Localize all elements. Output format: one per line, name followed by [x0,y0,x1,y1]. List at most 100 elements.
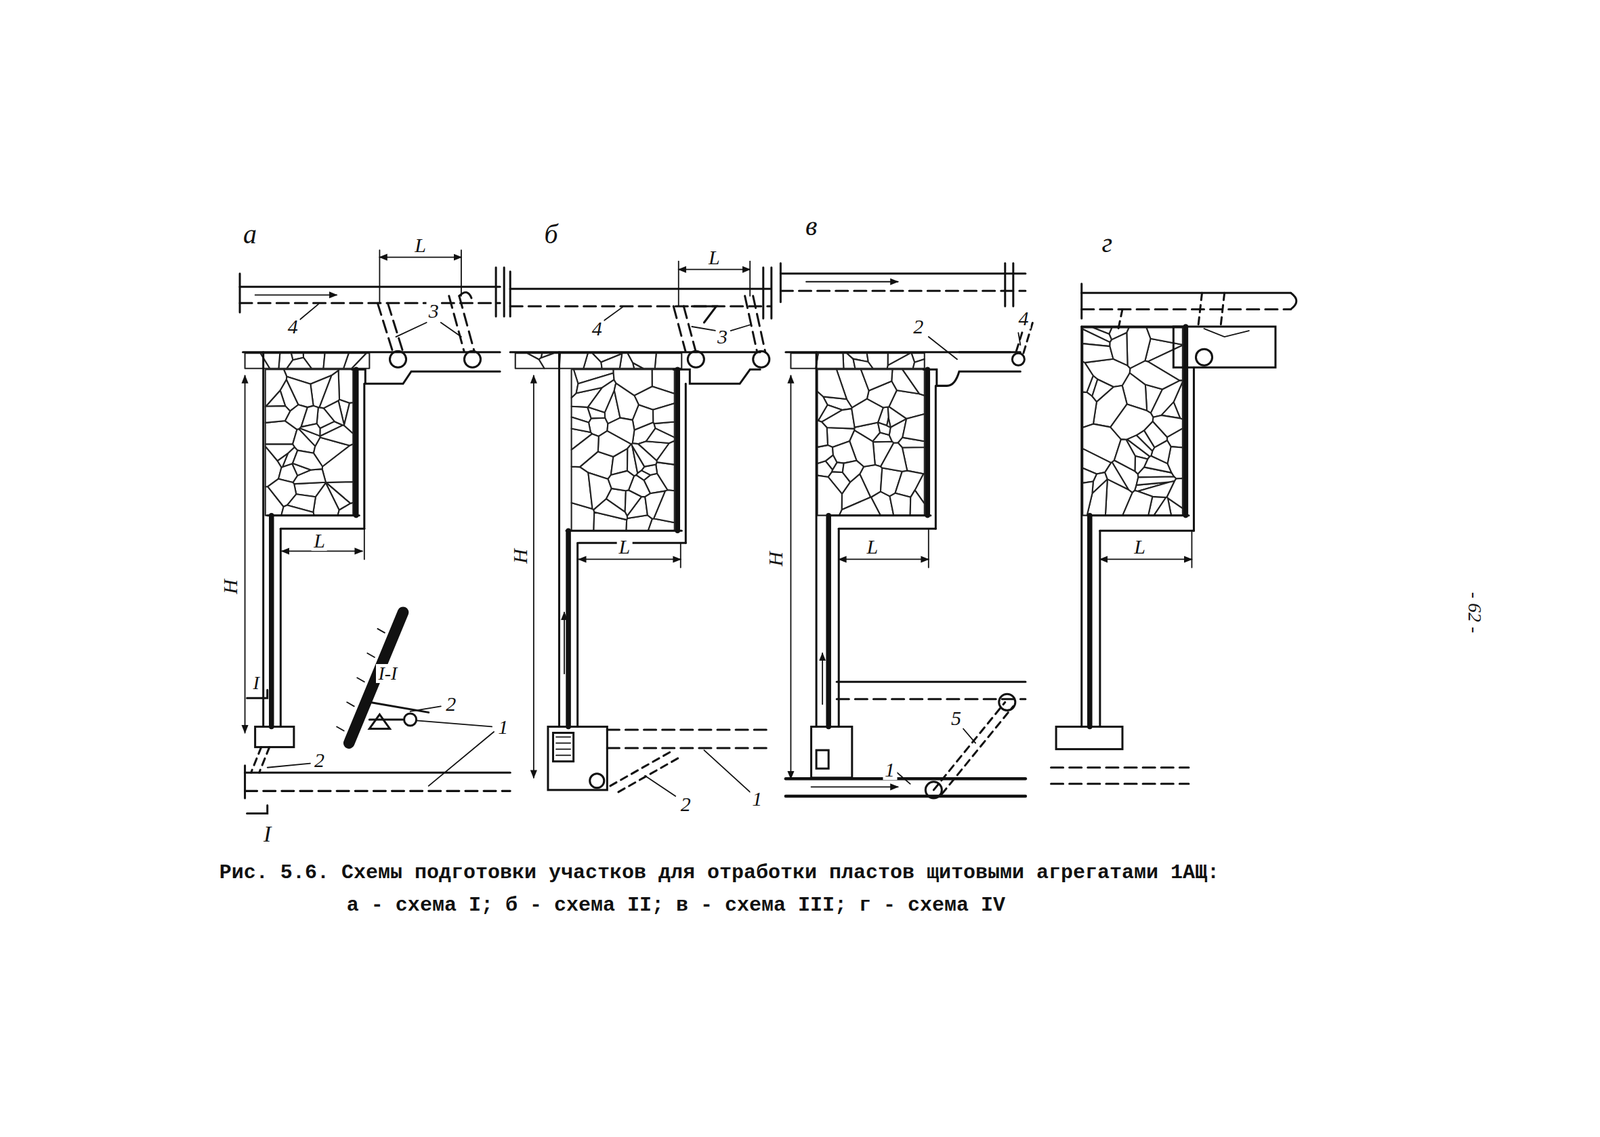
rubble-cell [571,433,599,467]
drawing-line [245,789,511,792]
rubble-cell [515,352,545,369]
drawing-line [352,369,500,384]
callout-number: 2 [312,749,327,771]
drawing-line [245,771,511,774]
drawing-line [267,763,311,768]
rubble-cell [281,505,314,516]
dimension-label: L [865,536,881,557]
rubble-cell [286,376,314,408]
drawing-line [379,249,381,303]
rubble-cell [323,352,349,369]
drawing-line [963,728,976,743]
rubble-cell [790,352,818,369]
drawing-line [416,720,492,727]
drawing-line [923,369,1021,386]
drawing-line [687,350,704,368]
rubble-cell [338,502,354,516]
drawing-line [268,515,275,727]
rubble-cell [631,443,657,467]
dimension-label: L [412,235,429,256]
rubble-cell [636,470,651,480]
rubble-cell [644,491,666,519]
rubble-cell [1082,343,1113,363]
drawing-line [563,612,565,674]
rubble-cell [1134,455,1148,475]
drawing-line [1089,514,1189,517]
drawing-line [1081,325,1185,328]
rubble-cell [867,352,889,369]
rubble-cell [1082,468,1097,483]
drawing-line [265,369,354,515]
rubble-cell [317,407,335,429]
scheme-b [510,261,772,796]
callout-number: 5 [949,707,964,729]
rubble-cell [831,461,845,473]
panel-letter: б [541,220,560,248]
drawing-line [404,713,417,726]
drawing-line [749,261,751,297]
rubble-cell [817,475,842,516]
drawing-line [1087,515,1093,727]
drawing-line [243,350,501,353]
drawing-line [925,369,931,515]
rubble-cell [325,481,353,504]
drawing-line [691,326,717,331]
drawing-line [1118,292,1225,329]
drawing-line [509,271,512,317]
rubble-cell [632,404,654,430]
drawing-line [678,268,750,271]
rubble-cell [319,370,340,409]
rubble-cell [351,352,370,369]
drawing-line [828,514,931,517]
rubble-cell [859,464,882,498]
drawing-line [678,261,680,307]
drawing-line [379,256,462,259]
drawing-line [684,383,687,543]
rubble-cell [910,489,925,515]
callout-number: 4 [285,316,301,337]
drawing-line [1183,326,1189,516]
drawing-line [510,304,771,307]
rubble-cell [839,497,881,516]
rubble-cell [571,417,591,433]
drawing-line [806,281,899,283]
drawing-line [811,726,853,777]
rubble-cell [265,369,288,407]
drawing-line [1203,328,1249,337]
drawing-line [1018,332,1021,345]
rubble-cell [1129,361,1181,390]
drawing-line [811,785,899,788]
drawing-line [745,296,766,353]
rubble-cell [277,453,288,468]
scheme-a [239,249,511,813]
rubble-cell [655,461,675,491]
dimension-label: H [510,546,531,566]
drawing-line [1291,292,1297,309]
drawing-line [780,272,1026,275]
drawing-line [389,350,406,368]
drawing-line [1098,530,1101,727]
drawing-line [610,749,680,792]
drawing-line [1082,327,1183,516]
rubble-cell [886,417,891,428]
rubble-cell [292,450,323,471]
drawing-line [762,267,765,319]
rubble-cell [1114,438,1136,471]
drawing-line [255,726,294,747]
drawing-line [836,697,1026,700]
drawing-line [815,352,818,727]
rubble-cell [888,352,911,366]
page-number: - 62 - [1465,589,1485,635]
drawing-line [680,542,682,567]
rubble-cell [1146,327,1183,345]
rubble-cell [655,352,683,369]
drawing-line [410,705,441,712]
drawing-line [565,530,572,727]
drawing-line [558,352,561,727]
drawing-line [440,322,462,337]
drawing-line [816,749,829,769]
rubble-cell [606,417,635,445]
rubble-cell [1093,327,1112,334]
rubble-cell [842,460,864,483]
drawing-line [1100,529,1195,532]
